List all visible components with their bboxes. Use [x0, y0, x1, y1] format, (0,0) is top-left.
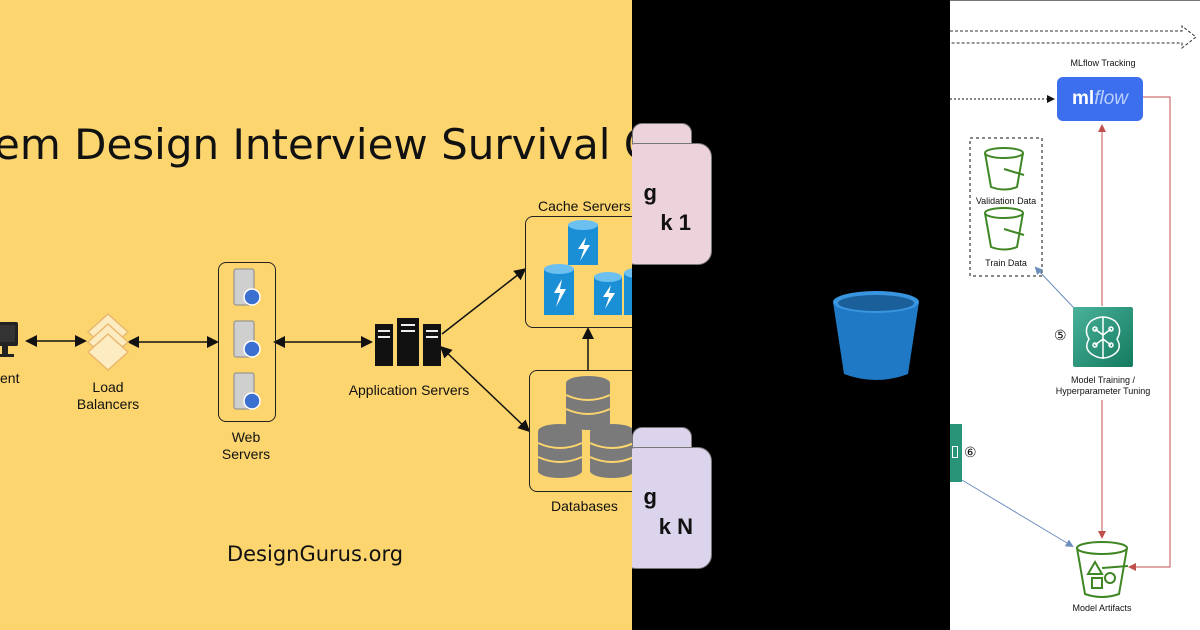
application-servers-icon: [375, 318, 443, 368]
mlflow-logo-button: mlflow: [1057, 77, 1143, 121]
diagram-title: em Design Interview Survival G: [0, 120, 632, 169]
storage-bucket-icon: [830, 290, 924, 384]
connection-arrows: [25, 268, 594, 433]
web-server-icon: [233, 268, 261, 306]
cache-server-icon: [544, 264, 574, 315]
mlflow-logo-ml: ml: [1072, 88, 1095, 109]
web-servers-label: Web Servers: [221, 429, 271, 462]
partial-step-6-icon: [950, 424, 962, 482]
web-server-icon: [233, 320, 261, 358]
cache-server-icon: [568, 220, 598, 265]
footer-site: DesignGurus.org: [226, 542, 404, 566]
load-balancers-label: Load Balancers: [76, 379, 140, 412]
ml-pipeline-panel: MLflow Tracking mlflow Validation Data T…: [950, 0, 1200, 630]
cache-servers-group: [525, 216, 632, 328]
system-design-diagram-panel: em Design Interview Survival G ent Lo: [0, 0, 632, 630]
cache-server-icon: [624, 268, 632, 315]
client-label: ent: [0, 370, 20, 386]
top-border: [950, 0, 1200, 1]
mlflow-tracking-label: MLflow Tracking: [1070, 58, 1136, 68]
database-icon: [589, 424, 632, 478]
step-5-marker: ⑤: [1054, 327, 1067, 343]
cache-servers-label: Cache Servers: [538, 198, 631, 214]
client-monitor-icon: [0, 322, 28, 362]
pipeline-arrows: [950, 24, 1197, 571]
folder-card-bottom: g k N: [632, 447, 712, 569]
validation-bucket-icon: [980, 145, 1028, 193]
model-training-label: Model Training / Hyperparameter Tuning: [1055, 375, 1151, 396]
databases-label: Databases: [551, 498, 618, 514]
model-training-icon: [1073, 307, 1133, 367]
model-artifacts-label: Model Artifacts: [1072, 603, 1132, 613]
folder-card-top-line2: k 1: [660, 210, 691, 235]
train-data-label: Train Data: [985, 258, 1027, 268]
web-servers-group: [218, 262, 276, 422]
databases-group: [529, 370, 632, 492]
validation-data-label: Validation Data: [975, 196, 1037, 206]
load-balancer-icon: [86, 312, 130, 372]
folder-card-top-line1: g: [643, 180, 657, 205]
storage-diagram-panel: g k 1 g k N: [632, 0, 950, 630]
model-artifacts-bucket-icon: [1072, 538, 1132, 600]
partial-step-6-icon-mark: [952, 446, 958, 458]
step-6-marker: ⑥: [964, 444, 977, 460]
mlflow-logo-flow: flow: [1094, 88, 1128, 109]
web-server-icon: [233, 372, 261, 410]
database-icon: [565, 376, 611, 430]
application-servers-label: Application Servers: [348, 382, 470, 398]
train-bucket-icon: [980, 205, 1028, 253]
folder-card-bottom-line2: k N: [658, 514, 693, 539]
cache-server-icon: [594, 272, 622, 315]
database-icon: [537, 424, 583, 478]
folder-card-bottom-line1: g: [643, 484, 657, 509]
folder-card-top: g k 1: [632, 143, 712, 265]
